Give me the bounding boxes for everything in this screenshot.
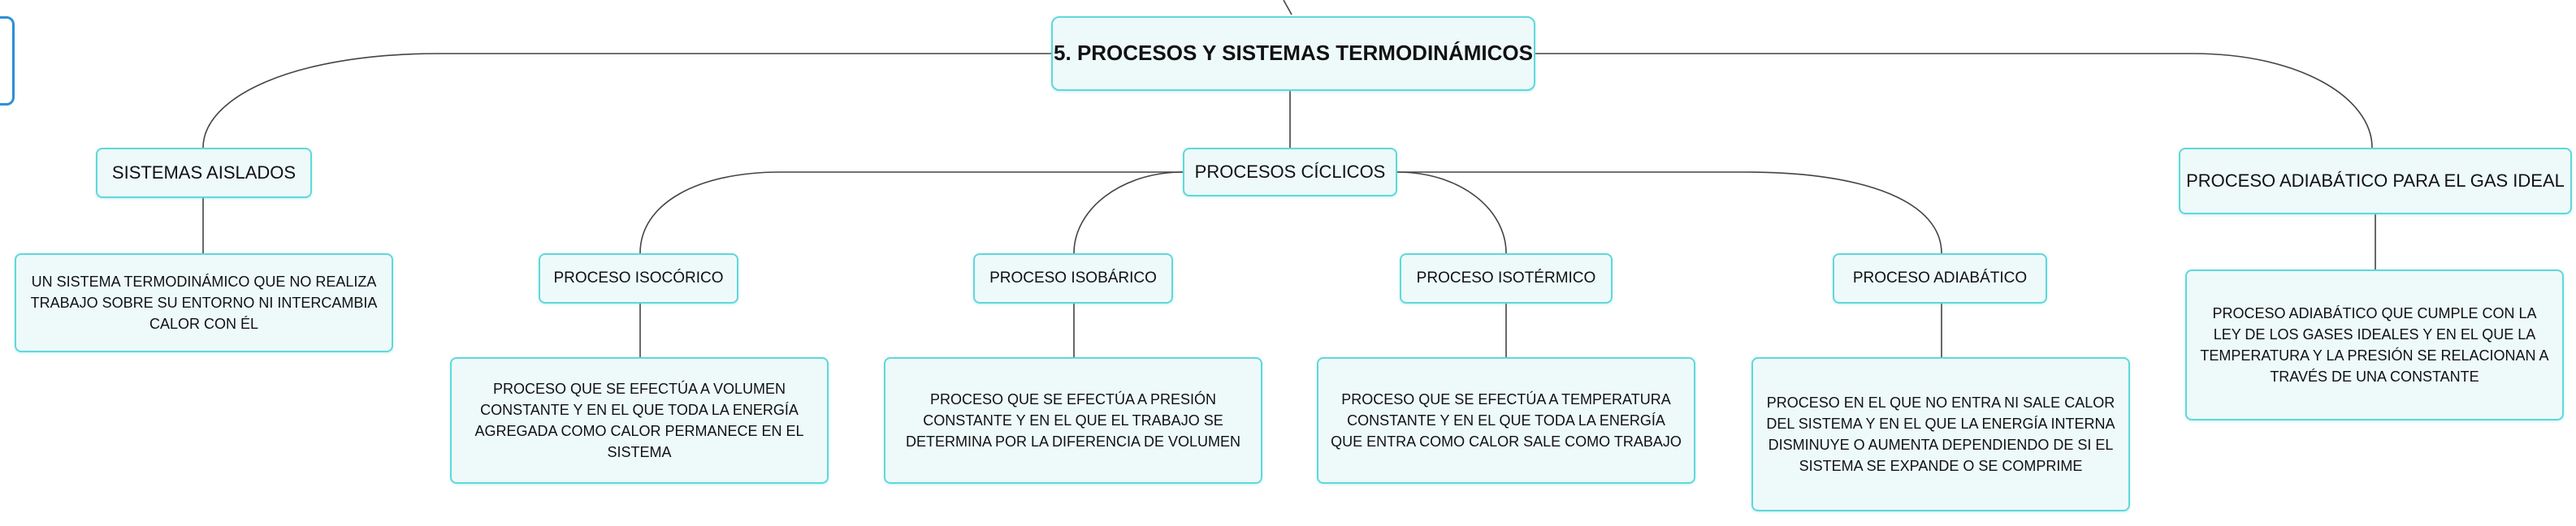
connector-root-adiabatico-gas — [1535, 53, 2373, 149]
connector-to-parent — [1283, 0, 1292, 15]
description-proceso-isobarico[interactable]: PROCESO QUE SE EFECTÚA A PRESIÓN CONSTAN… — [884, 357, 1262, 484]
topic-procesos-ciclicos[interactable]: PROCESOS CÍCLICOS — [1183, 148, 1397, 196]
topic-sistemas-aislados[interactable]: SISTEMAS AISLADOS — [96, 148, 312, 198]
description-proceso-isotermico[interactable]: PROCESO QUE SE EFECTÚA A TEMPERATURA CON… — [1317, 357, 1695, 484]
topic-proceso-isocorico[interactable]: PROCESO ISOCÓRICO — [539, 253, 738, 304]
topic-proceso-isobarico[interactable]: PROCESO ISOBÁRICO — [973, 253, 1173, 304]
connector-ciclicos-isocorico — [639, 171, 1183, 254]
connector-root-aislados — [202, 53, 1051, 149]
partial-offscreen-node[interactable] — [0, 16, 15, 106]
topic-proceso-adiabatico-gas-ideal[interactable]: PROCESO ADIABÁTICO PARA EL GAS IDEAL — [2179, 148, 2572, 214]
description-sistemas-aislados[interactable]: UN SISTEMA TERMODINÁMICO QUE NO REALIZA … — [15, 253, 393, 352]
connector-ciclicos-adiabatico — [1397, 171, 1942, 254]
description-proceso-isocorico[interactable]: PROCESO QUE SE EFECTÚA A VOLUMEN CONSTAN… — [450, 357, 829, 484]
description-proceso-adiabatico-gas-ideal[interactable]: PROCESO ADIABÁTICO QUE CUMPLE CON LA LEY… — [2185, 269, 2564, 420]
description-proceso-adiabatico[interactable]: PROCESO EN EL QUE NO ENTRA NI SALE CALOR… — [1751, 357, 2130, 511]
topic-proceso-isotermico[interactable]: PROCESO ISOTÉRMICO — [1400, 253, 1613, 304]
root-topic[interactable]: 5. PROCESOS Y SISTEMAS TERMODINÁMICOS — [1051, 16, 1535, 91]
topic-proceso-adiabatico[interactable]: PROCESO ADIABÁTICO — [1833, 253, 2047, 304]
connector-ciclicos-isotermico — [1396, 171, 1507, 254]
connector-ciclicos-isobarico — [1073, 171, 1184, 254]
